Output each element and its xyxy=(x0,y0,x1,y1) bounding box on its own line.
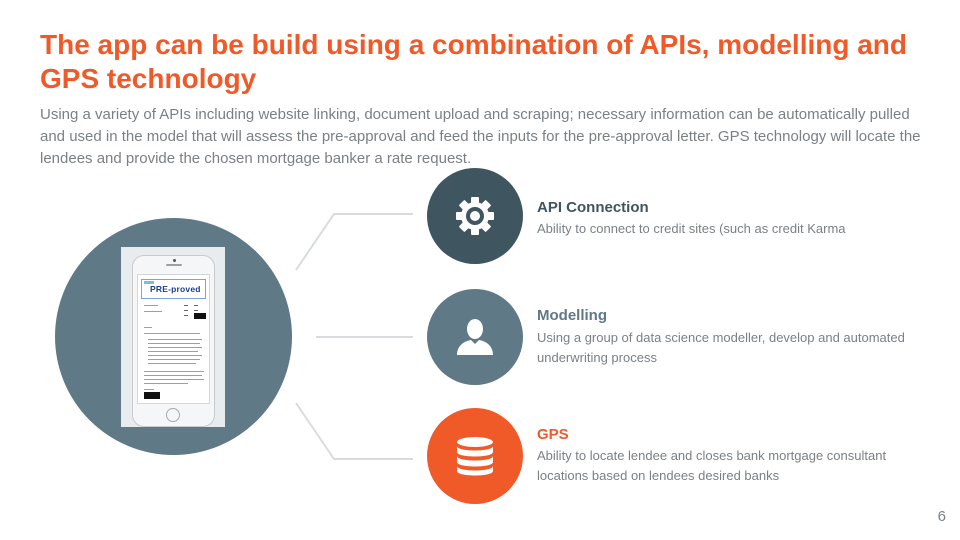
page-number: 6 xyxy=(937,508,946,525)
api-connection-title: API Connection xyxy=(537,199,649,216)
doc-line xyxy=(144,375,202,376)
connector-line-top xyxy=(295,213,413,271)
slide-subtitle: Using a variety of APIs including websit… xyxy=(40,106,921,167)
gear-icon xyxy=(456,197,494,235)
doc-line xyxy=(144,389,154,390)
doc-line xyxy=(194,305,198,306)
doc-line xyxy=(148,347,202,348)
doc-line xyxy=(144,333,200,334)
gps-icon-circle xyxy=(427,408,523,504)
phone-mockup: PRE-proved xyxy=(132,255,215,427)
logo-text: PRE-proved xyxy=(150,284,201,294)
logo-tag xyxy=(144,281,154,284)
api-connection-description: Ability to connect to credit sites (such… xyxy=(537,221,846,236)
doc-line xyxy=(148,343,200,344)
doc-line xyxy=(144,327,152,328)
doc-line xyxy=(144,371,204,372)
phone-speaker xyxy=(166,264,182,266)
redaction-box xyxy=(144,392,160,399)
doc-line xyxy=(144,383,188,384)
modelling-description: Using a group of data science modeller, … xyxy=(537,330,905,365)
slide-title: The app can be build using a combination… xyxy=(40,29,908,94)
gps-description: Ability to locate lendee and closes bank… xyxy=(537,448,887,483)
doc-line xyxy=(148,363,196,364)
doc-line xyxy=(144,379,204,380)
api-connection-icon-circle xyxy=(427,168,523,264)
doc-line xyxy=(144,305,158,306)
doc-line xyxy=(148,339,202,340)
doc-line xyxy=(144,311,162,312)
gps-title: GPS xyxy=(537,426,569,443)
doc-line xyxy=(148,355,202,356)
user-icon xyxy=(457,319,493,355)
modelling-icon-circle xyxy=(427,289,523,385)
database-icon xyxy=(457,437,493,476)
doc-line xyxy=(184,305,188,306)
redaction-box xyxy=(194,313,206,319)
connector-line-bottom xyxy=(295,402,413,460)
doc-line xyxy=(148,359,200,360)
modelling-title: Modelling xyxy=(537,307,607,324)
doc-line xyxy=(194,310,198,311)
doc-line xyxy=(148,351,198,352)
doc-line xyxy=(184,315,188,316)
pre-proved-logo: PRE-proved xyxy=(141,279,206,299)
doc-line xyxy=(184,310,188,311)
phone-camera xyxy=(173,259,176,262)
phone-home-button xyxy=(166,408,180,422)
phone-screen: PRE-proved xyxy=(137,274,210,404)
